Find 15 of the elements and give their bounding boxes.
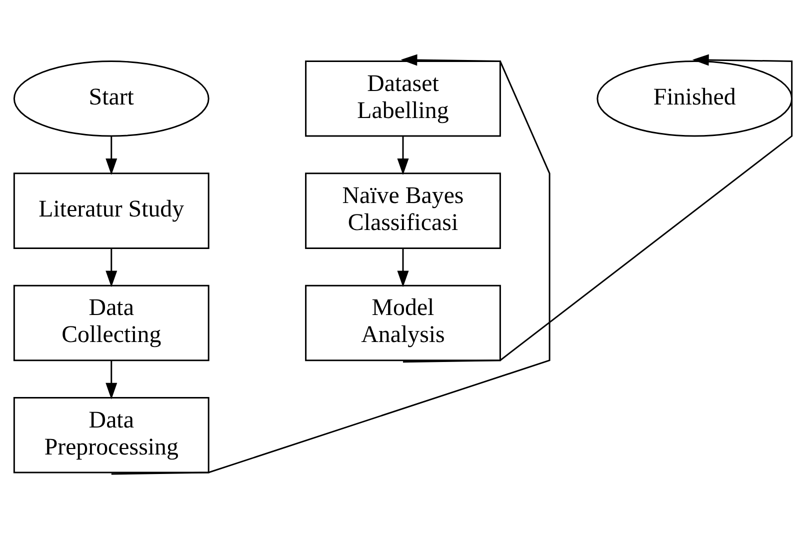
arrow: [106, 136, 118, 175]
arrow: [402, 54, 793, 362]
node-box: Data Preprocessing: [13, 396, 210, 473]
node-box: Dataset Labelling: [305, 60, 501, 136]
node-box: Data Collecting: [13, 284, 210, 361]
node-box: Model Analysis: [305, 284, 501, 361]
arrow: [397, 248, 409, 287]
arrow: [111, 54, 550, 474]
arrow: [106, 360, 118, 399]
node-ellipse: Finished: [596, 60, 793, 136]
node-ellipse: Start: [13, 60, 210, 136]
arrow: [106, 248, 118, 287]
node-box: Naïve Bayes Classificasi: [305, 172, 501, 248]
node-box: Literatur Study: [13, 172, 210, 248]
arrow: [397, 136, 409, 175]
